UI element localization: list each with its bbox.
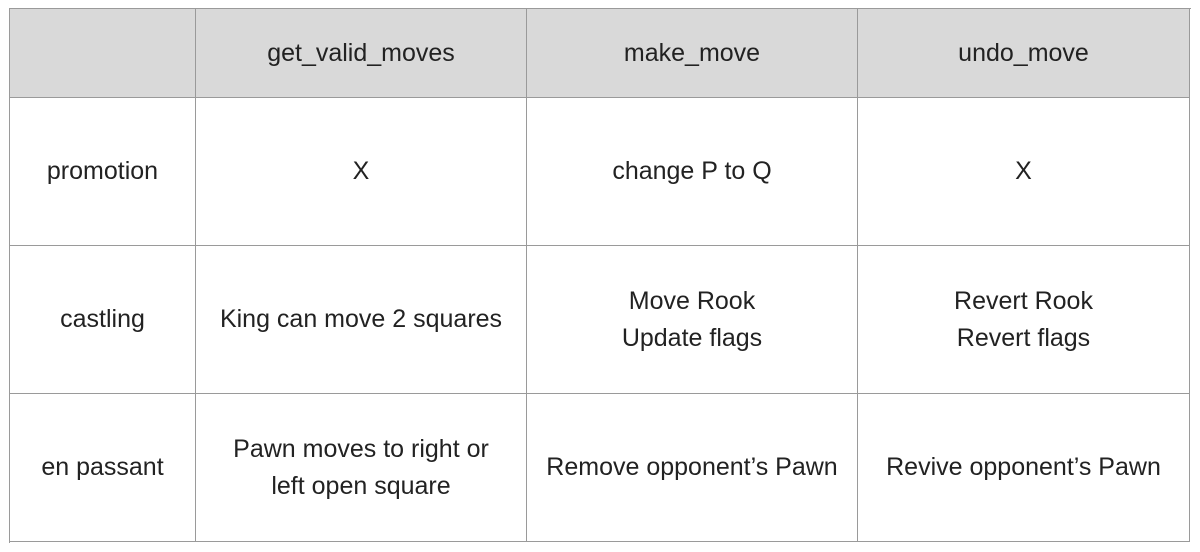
table-cell: X (858, 98, 1190, 246)
header-make-move: make_move (527, 9, 858, 98)
row-label-en-passant: en passant (10, 394, 196, 542)
table-cell: Move Rook Update flags (527, 246, 858, 394)
cell-text-line: Pawn moves to right or (233, 434, 489, 463)
cell-text-line: Revert flags (956, 323, 1091, 352)
table-cell: King can move 2 squares (196, 246, 527, 394)
cell-text: Revive opponent’s Pawn (886, 453, 1161, 481)
header-label: get_valid_moves (267, 38, 455, 67)
cell-text: X (352, 157, 370, 185)
table-cell: Pawn moves to right or left open square (196, 394, 527, 542)
header-label: make_move (623, 38, 761, 67)
cell-text: X (1015, 157, 1032, 185)
row-label-promotion: promotion (10, 98, 196, 246)
row-label: promotion (46, 157, 159, 185)
cell-text-line: left open square (271, 471, 451, 500)
cell-text: change P to Q (612, 157, 772, 185)
row-label: en passant (41, 453, 164, 481)
cell-text-line: Update flags (621, 323, 763, 352)
table-cell: change P to Q (527, 98, 858, 246)
cell-text: Remove opponent’s Pawn (546, 453, 838, 481)
cell-text-line: Revert Rook (954, 286, 1093, 315)
table-cell: Revert Rook Revert flags (858, 246, 1190, 394)
cell-text: King can move 2 squares (219, 305, 503, 333)
table-cell: Revive opponent’s Pawn (858, 394, 1190, 542)
header-label: undo_move (958, 38, 1089, 67)
cell-text-line: Move Rook (628, 286, 756, 315)
row-label-castling: castling (10, 246, 196, 394)
row-label: castling (60, 305, 145, 333)
header-undo-move: undo_move (858, 9, 1190, 98)
table-cell: Remove opponent’s Pawn (527, 394, 858, 542)
special-moves-table: get_valid_moves make_move undo_move prom… (9, 8, 1191, 543)
header-get-valid-moves: get_valid_moves (196, 9, 527, 98)
table-cell: X (196, 98, 527, 246)
header-corner-cell (10, 9, 196, 98)
